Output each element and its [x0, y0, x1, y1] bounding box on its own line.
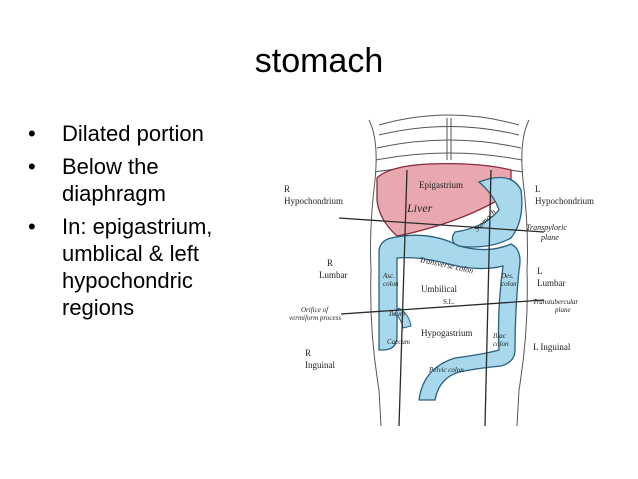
label-l-lumbar: Lumbar: [537, 278, 566, 288]
bullet-item: Dilated portion: [28, 120, 268, 147]
label-ileum: Ileum: [388, 310, 405, 318]
region-lines: [338, 169, 545, 427]
label-pelvic-colon: Pelvic colon: [428, 366, 464, 374]
label-transtubercular-plane: plane: [554, 306, 571, 314]
label-des-colon-2: colon: [501, 280, 517, 288]
label-orifice: Orifice of: [301, 306, 329, 314]
label-r-lumbar: Lumbar: [319, 270, 348, 280]
slide-title: stomach: [254, 42, 384, 80]
label-liver: Liver: [406, 201, 433, 215]
colon-shape: [378, 234, 521, 401]
label-hypogastrium: Hypogastrium: [421, 328, 473, 338]
bullet-list: Dilated portion Below the diaphragm In: …: [28, 120, 268, 327]
label-iliac-colon-2: colon: [493, 340, 509, 348]
label-asc-colon: Asc.: [382, 272, 395, 280]
label-epigastrium: Epigastrium: [419, 180, 463, 190]
label-r-inguinal-r: R: [305, 348, 311, 358]
label-iliac-colon: Iliac: [492, 332, 507, 340]
label-r-inguinal: Inguinal: [305, 360, 335, 370]
label-l-inguinal: L Inguinal: [533, 342, 571, 352]
label-sl: S.L.: [443, 298, 455, 306]
label-r-hypochondrium-r: R: [284, 184, 290, 194]
bullet-item: Below the diaphragm: [28, 153, 268, 207]
liver-shape: [376, 162, 512, 237]
label-vermiform-process: vermiform process: [289, 314, 341, 322]
label-transpyloric: Transpyloric: [526, 223, 567, 232]
label-l-hypochondrium: Hypochondrium: [535, 196, 594, 206]
label-asc-colon-2: colon: [383, 280, 399, 288]
label-umbilical: Umbilical: [421, 284, 457, 294]
abdominal-regions-diagram: R Hypochondrium Epigastrium L Hypochondr…: [284, 114, 594, 427]
label-transtubercular: Transtubercular: [533, 298, 579, 306]
label-des-colon: Des.: [500, 272, 514, 280]
label-r-lumbar-r: R: [327, 258, 333, 268]
label-l-hypochondrium-l: L: [535, 184, 541, 194]
label-caecum: Caecum: [387, 338, 410, 346]
label-transpyloric-plane: plane: [540, 233, 559, 242]
label-l-lumbar-l: L: [537, 266, 543, 276]
label-r-hypochondrium: Hypochondrium: [284, 196, 343, 206]
bullet-item: In: epigastrium, umblical & left hypocho…: [28, 213, 268, 321]
